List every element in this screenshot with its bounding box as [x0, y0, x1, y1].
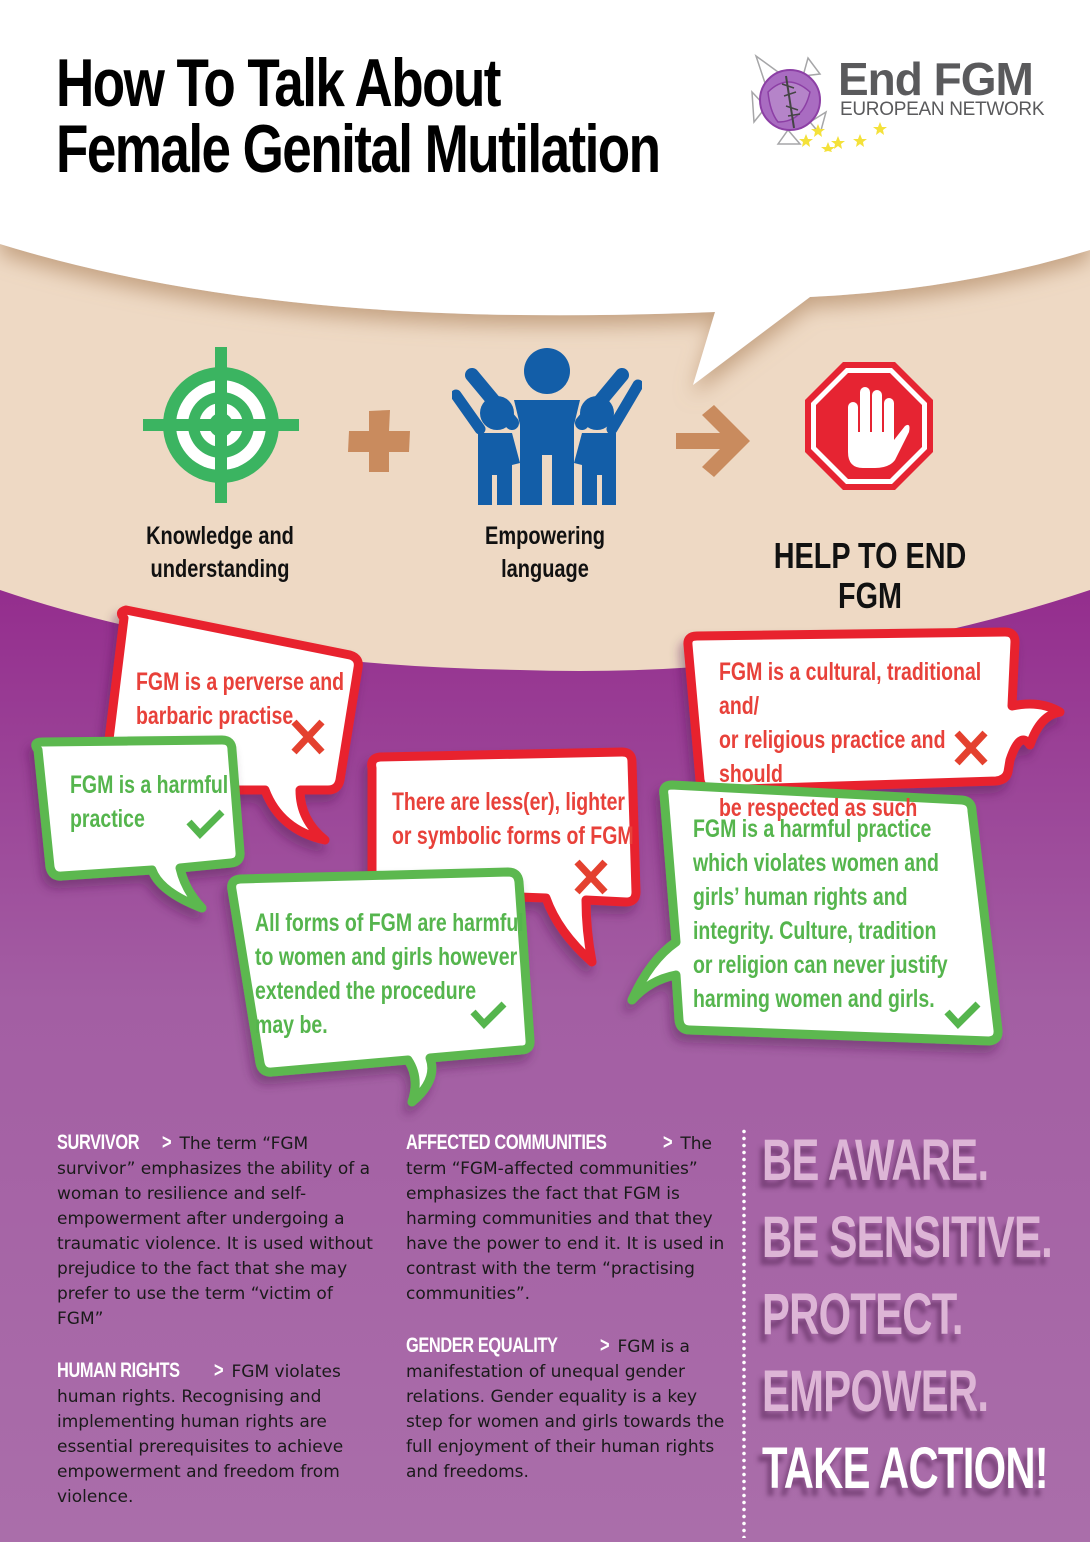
bubble-text-cultural: FGM is a cultural, traditional and/ or r… [719, 658, 982, 822]
slogan-line: PROTECT. [762, 1282, 963, 1347]
term-text: FGM violates human rights. Recognising a… [57, 1362, 344, 1507]
slogan: BE AWARE. BE SENSITIVE. PROTECT. EMPOWER… [762, 1122, 1090, 1507]
term-label: GENDER EQUALITY [406, 1334, 558, 1357]
logo-subtitle: EUROPEAN NETWORK [840, 99, 1045, 120]
slogan-line: BE AWARE. [762, 1128, 989, 1193]
title-line-1: How To Talk About [56, 45, 501, 121]
label-line: language [501, 555, 589, 583]
slogan-line: BE SENSITIVE. [762, 1205, 1053, 1270]
bubble-text-perverse: FGM is a perverse and barbaric practise [136, 668, 345, 730]
term-affected-communities: AFFECTED COMMUNITIES > The term “FGM-affe… [406, 1130, 736, 1307]
title-line-2: Female Genital Mutilation [56, 111, 661, 187]
stars-icon [811, 122, 887, 149]
term-label: AFFECTED COMMUNITIES [406, 1131, 607, 1154]
dotted-divider [741, 1128, 747, 1538]
term-separator: > [663, 1131, 673, 1154]
logo-name: End FGM [838, 53, 1034, 105]
term-separator: > [214, 1359, 224, 1382]
equation-result-label: HELP TO END FGM [773, 535, 967, 616]
term-text: The term “FGM-affected communities” emph… [406, 1134, 725, 1304]
bubble-text-all-forms: All forms of FGM are harmful to women an… [255, 909, 524, 1039]
term-gender-equality: GENDER EQUALITY > FGM is a manifestation … [406, 1333, 726, 1485]
equation-label-empowering: Empowering language [465, 520, 625, 586]
people-cheering-icon [452, 348, 642, 505]
term-separator: > [162, 1131, 172, 1154]
term-human-rights: HUMAN RIGHTS > FGM violates human rights.… [57, 1358, 377, 1510]
rose-logo-icon [751, 54, 835, 152]
term-text: The term “FGM survivor” emphasizes the a… [57, 1134, 373, 1329]
label-line: Empowering [484, 522, 605, 550]
slogan-line: EMPOWER. [762, 1359, 989, 1424]
bubble-text-lesser: There are less(er), lighter or symbolic … [392, 788, 634, 850]
label-line: understanding [150, 555, 290, 583]
label-line: Knowledge and [146, 522, 294, 550]
term-survivor: SURVIVOR > The term “FGM survivor” emphas… [57, 1130, 377, 1332]
plus-icon [348, 410, 410, 472]
stop-hand-icon [805, 362, 933, 490]
slogan-line-final: TAKE ACTION! [762, 1436, 1049, 1501]
term-text: FGM is a manifestation of unequal gender… [406, 1337, 725, 1482]
term-label: HUMAN RIGHTS [57, 1359, 180, 1382]
arrow-right-icon [676, 405, 750, 477]
bubble-text-cultural-response: FGM is a harmful practice which violates… [693, 815, 948, 1013]
equation-label-knowledge: Knowledge and understanding [140, 520, 300, 586]
bubble-text-harmful: FGM is a harmful practice [70, 771, 229, 833]
term-separator: > [600, 1334, 610, 1357]
page-title: How To Talk About Female Genital Mutilat… [56, 49, 661, 183]
target-icon [143, 347, 299, 503]
end-fgm-logo: End FGM EUROPEAN NETWORK [748, 52, 1048, 152]
term-label: SURVIVOR [57, 1131, 140, 1154]
